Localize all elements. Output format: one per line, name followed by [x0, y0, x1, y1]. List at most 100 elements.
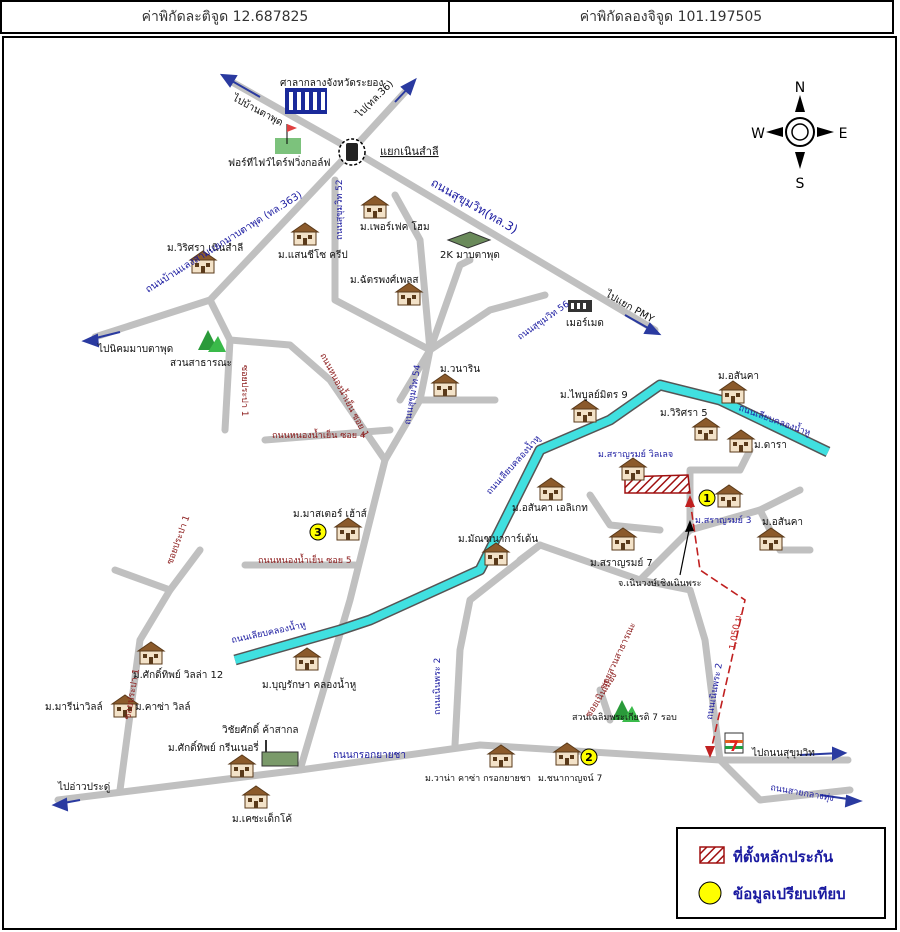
label-distance: 1,050 ม. — [728, 612, 744, 651]
compass-rose-icon: N S W E — [751, 80, 847, 192]
traffic-light-icon — [346, 143, 358, 161]
label-saensiri: ม.แสนชีโซ ครีป — [278, 248, 348, 261]
label-soi-4: ถนนหนองน้ำเย็น ซอย 4 — [272, 428, 366, 441]
canal-nam-hu — [233, 381, 830, 664]
label-master: ม.มาสเตอร์ เฮ้าส์ — [293, 508, 367, 520]
label-withee: วิชัยศักดิ์ ค้าสากล — [222, 722, 299, 736]
label-boonraksa: ม.บุญรักษา คลองน้ำหู — [262, 677, 356, 691]
house-icon — [571, 399, 599, 423]
road-perfect-home — [391, 191, 434, 354]
svg-text:1: 1 — [703, 492, 711, 505]
map-border — [2, 36, 897, 930]
label-perfect-home: ม.เพอร์เฟค โฮม — [360, 220, 430, 233]
longitude-header: ค่าพิกัดลองจิจูด 101.197505 — [448, 0, 894, 34]
label-wanarin: ม.วนาริน — [440, 364, 480, 375]
svg-text:2: 2 — [585, 751, 593, 764]
pointer-arrow-icon — [685, 520, 694, 532]
house-icon — [293, 647, 321, 671]
road-soi-4 — [261, 426, 394, 444]
house-icon — [291, 222, 319, 246]
road-krok-yai-cha — [54, 741, 852, 804]
road-park-chaloem — [596, 686, 614, 724]
park-icon — [198, 330, 226, 352]
latitude-header: ค่าพิกัดละติจูด 12.687825 — [0, 0, 450, 34]
route-to-collateral — [689, 499, 746, 756]
label-park: สวนสาธารณะ — [170, 358, 232, 369]
comparison-marker-1: 1 — [698, 489, 716, 507]
house-icon — [715, 484, 743, 508]
label-wirisara: ม.วิริศรา เนินสำลี — [167, 242, 243, 254]
label-kasa: ม.คาซ่า วิลล์ — [135, 701, 191, 713]
house-icon — [609, 527, 637, 551]
house-icon — [757, 527, 785, 551]
label-chamnong: จ.เนินวงษ์เชิงเนินพระ — [618, 577, 702, 589]
golf-icon — [275, 124, 301, 154]
label-krok-yai-cha: ถนนกรอกยายชา — [333, 750, 406, 761]
label-nong-nam-yen-1: ถนนหนองน้ำเย็น ซอย 1 — [317, 350, 372, 439]
label-to-map-ta-phut: ไปนิคมมาบตาพุด — [97, 343, 173, 355]
longitude-label: ค่าพิกัดลองจิจูด 101.197505 — [579, 9, 763, 25]
seven-eleven-icon: 7 — [724, 732, 744, 755]
road-sukhumvit-52 — [331, 176, 434, 404]
direction-arrows — [51, 73, 863, 812]
road-prapa-1c — [116, 586, 174, 794]
road-sarawadee7 — [586, 491, 664, 534]
house-icon — [692, 417, 720, 441]
road-363 — [91, 88, 409, 341]
legend-collateral-label: ที่ตั้งหลักประกัน — [733, 845, 834, 866]
house-icon — [228, 754, 256, 778]
label-sarawadee-village: ม.สราญรมย์ วิลเลจ — [598, 448, 673, 460]
2k-icon — [446, 231, 492, 249]
house-icon — [619, 457, 647, 481]
house-icon — [242, 785, 270, 809]
label-city-hall: ศาลากลางจังหวัดระยอง — [280, 78, 383, 89]
label-sarawadee7: ม.สราญรมย์ 7 — [590, 557, 653, 569]
legend-collateral-swatch — [699, 846, 725, 864]
label-makro: เมอร์เมด — [566, 317, 604, 329]
soi-labels: ถนนหนองน้ำเย็น ซอย 1 ถนนหนองน้ำเย็น ซอย … — [123, 350, 638, 720]
road-sukhumvit-56 — [426, 291, 549, 354]
svg-text:3: 3 — [314, 526, 322, 539]
place-labels: ศาลากลางจังหวัดระยอง แยกเนินสำลี ฟอร์ทีไ… — [45, 78, 803, 825]
house-icon — [395, 282, 423, 306]
comparison-marker-2: 2 — [580, 748, 598, 766]
legend-comparison-label: ข้อมูลเปรียบเทียบ — [733, 885, 846, 904]
label-soi-prapa-1: ซอยประปา 1 — [239, 365, 249, 417]
house-icon — [334, 517, 362, 541]
road-chatsaro — [426, 256, 474, 354]
park-chaloem-icon — [612, 700, 640, 722]
label-dara: ม.ดารา — [754, 440, 787, 451]
comparison-marker-3: 3 — [309, 523, 327, 541]
label-soi-5: ถนนหนองน้ำเย็น ซอย 5 — [258, 553, 352, 566]
legend: ที่ตั้งหลักประกัน ข้อมูลเปรียบเทียบ — [676, 827, 886, 919]
label-sakthip-green: ม.ศักดิ์ทิพย์ กรีนเนอรี่ — [168, 740, 259, 754]
label-atsanka-elite: ม.อสันคา เอลิเกท — [512, 503, 588, 514]
house-icon — [553, 742, 581, 766]
label-soi-khao-mai: ซอยสวนสาธารณะ — [599, 621, 639, 691]
compass-s: S — [796, 176, 805, 192]
label-sakthip12: ม.ศักดิ์ทิพย์ วิลล่า 12 — [133, 667, 223, 681]
road-noen-phra-2 — [451, 541, 724, 764]
label-manthana: ม.มัณฑนาการ์เด้น — [458, 533, 538, 545]
label-kanwet: ม.เคซะเด็กโค้ — [232, 811, 292, 825]
label-sukhumvit-56: ถนนสุขุมวิท 56 — [515, 299, 571, 343]
compass-e: E — [839, 126, 848, 142]
label-golf: ฟอร์ทีไฟว์ไดร์ฟวิ่งกอล์ฟ — [228, 155, 331, 169]
city-hall-icon — [285, 88, 327, 114]
road-wanarin — [416, 346, 499, 404]
road-klang-thung — [716, 756, 854, 804]
route-arrow-tail — [685, 495, 695, 507]
house-icon — [537, 477, 565, 501]
label-sukhumvit-52: ถนนสุขุมวิท 52 — [334, 179, 345, 240]
house-icon — [431, 373, 459, 397]
label-wirisara5: ม.วิริศรา 5 — [660, 408, 708, 419]
label-junction: แยกเนินสำลี — [380, 145, 439, 158]
road-nong-nam-yen-1 — [226, 336, 389, 464]
legend-comparison-swatch — [698, 881, 722, 905]
road-manthana — [516, 541, 544, 564]
house-icons — [111, 195, 785, 809]
label-2k: 2K มาบตาพุด — [440, 250, 500, 261]
compass-n: N — [795, 80, 805, 96]
